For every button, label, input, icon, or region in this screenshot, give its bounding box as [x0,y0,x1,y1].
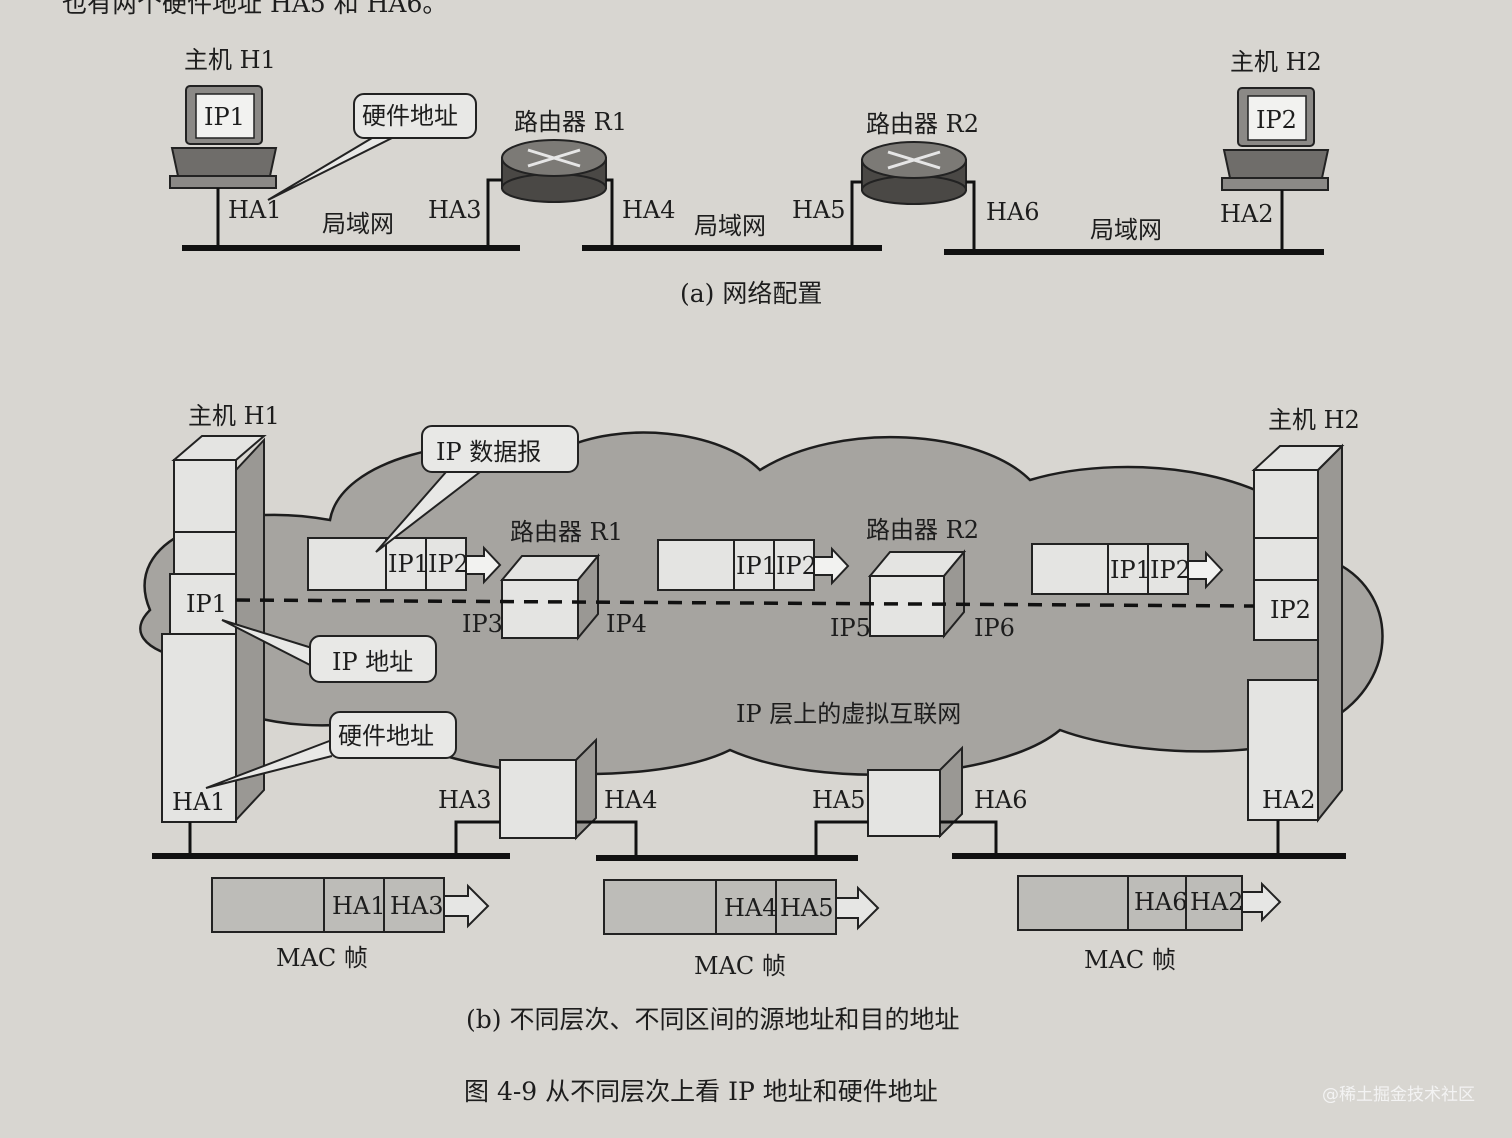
ip2-label-b: IP2 [1270,596,1311,624]
ip-datagram-2: IP1 IP2 [657,539,850,591]
router-r1-cube [454,553,638,858]
ha2-label-a: HA2 [1220,200,1274,228]
ha5-label-a: HA5 [792,196,846,224]
lan-label-3: 局域网 [1090,216,1162,244]
mac-frame-1: HA1 HA3 MAC 帧 [211,877,490,972]
callout-hardware-address-b: 硬件地址 [205,711,457,789]
caption-b: (b) 不同层次、不同区间的源地址和目的地址 [466,1005,959,1034]
ip4-label-b: IP4 [606,610,647,638]
ha6-label-b: HA6 [974,786,1028,814]
callout-ip-address: IP 地址 [221,619,437,683]
ip-datagram-3: IP1 IP2 [1031,543,1224,595]
layered-addresses: IP 层上的虚拟互联网 主机 H1 IP1 HA1 主机 [139,402,1384,1034]
router-r1-icon [486,139,614,248]
ip6-label-b: IP6 [974,614,1015,642]
mac1-dst: HA3 [390,892,444,920]
dg1-dst: IP2 [428,550,469,578]
callout-ipaddr-text: IP 地址 [332,648,413,676]
host-h1-label-b: 主机 H1 [188,402,280,430]
figure-caption: 图 4-9 从不同层次上看 IP 地址和硬件地址 [464,1077,938,1106]
host-h1-computer-icon [169,85,278,248]
dg1-src: IP1 [388,550,429,578]
dg3-src: IP1 [1110,556,1151,584]
router-r1-label-b: 路由器 R1 [510,518,623,546]
cloud-label: IP 层上的虚拟互联网 [736,700,961,728]
callout-ipdg-text: IP 数据报 [436,438,541,466]
mac2-src: HA4 [724,894,778,922]
ha4-label-b: HA4 [604,786,658,814]
host-h2-label-b: 主机 H2 [1268,406,1360,434]
host-h1-label-a: 主机 H1 [184,46,276,74]
ha4-label-a: HA4 [622,196,676,224]
mac-frame-3: HA6 HA2 MAC 帧 [1017,875,1282,974]
virtual-link-dashed [235,598,1255,608]
mac2-label: MAC 帧 [694,952,786,980]
watermark: @稀土掘金技术社区 [1322,1085,1475,1105]
ha2-label-b: HA2 [1262,786,1316,814]
caption-a: (a) 网络配置 [680,279,822,308]
callout-ip-datagram: IP 数据报 [375,425,579,553]
lan-label-2: 局域网 [694,212,766,240]
ha1-label-a: HA1 [228,196,282,224]
ip2-label-a: IP2 [1256,106,1297,134]
ip3-label-b: IP3 [462,610,503,638]
ha1-label-b: HA1 [172,788,226,816]
ha3-label-a: HA3 [428,196,482,224]
host-h2-computer-icon [1221,87,1330,252]
mac3-dst: HA2 [1190,888,1244,916]
ip5-label-b: IP5 [830,614,871,642]
ha5-label-b: HA5 [812,786,866,814]
lan-label-1: 局域网 [322,210,394,238]
ip1-label-b: IP1 [186,590,227,618]
virtual-internet-cloud: IP 层上的虚拟互联网 [139,431,1384,776]
mac1-label: MAC 帧 [276,944,368,972]
callout-hw-text-b: 硬件地址 [338,722,434,750]
network-configuration: IP1 主机 H1 IP2 主机 H2 路由器 R1 [169,46,1330,308]
router-r2-cube [814,549,998,858]
host-h2-protocol-stack [1247,443,1345,856]
mac-frame-2: HA4 HA5 MAC 帧 [603,879,880,980]
callout-hw-text-a: 硬件地址 [362,102,458,130]
ip-datagram-1: IP1 IP2 [307,537,502,591]
router-r2-icon [850,141,976,252]
mac3-src: HA6 [1134,888,1188,916]
mac1-src: HA1 [332,892,386,920]
mac2-dst: HA5 [780,894,834,922]
callout-hardware-address-a: 硬件地址 [267,93,477,201]
dg2-src: IP1 [736,552,777,580]
dg2-dst: IP2 [776,552,817,580]
mac3-label: MAC 帧 [1084,946,1176,974]
router-r1-label-a: 路由器 R1 [514,108,627,136]
top-partial-text: 也有两个硬件地址 HA5 和 HA6。 [62,0,447,18]
ha6-label-a: HA6 [986,198,1040,226]
ha3-label-b: HA3 [438,786,492,814]
router-r2-label-a: 路由器 R2 [866,110,979,138]
ip1-label-a: IP1 [204,103,245,131]
dg3-dst: IP2 [1150,556,1191,584]
router-r2-label-b: 路由器 R2 [866,516,979,544]
host-h2-label-a: 主机 H2 [1230,48,1322,76]
